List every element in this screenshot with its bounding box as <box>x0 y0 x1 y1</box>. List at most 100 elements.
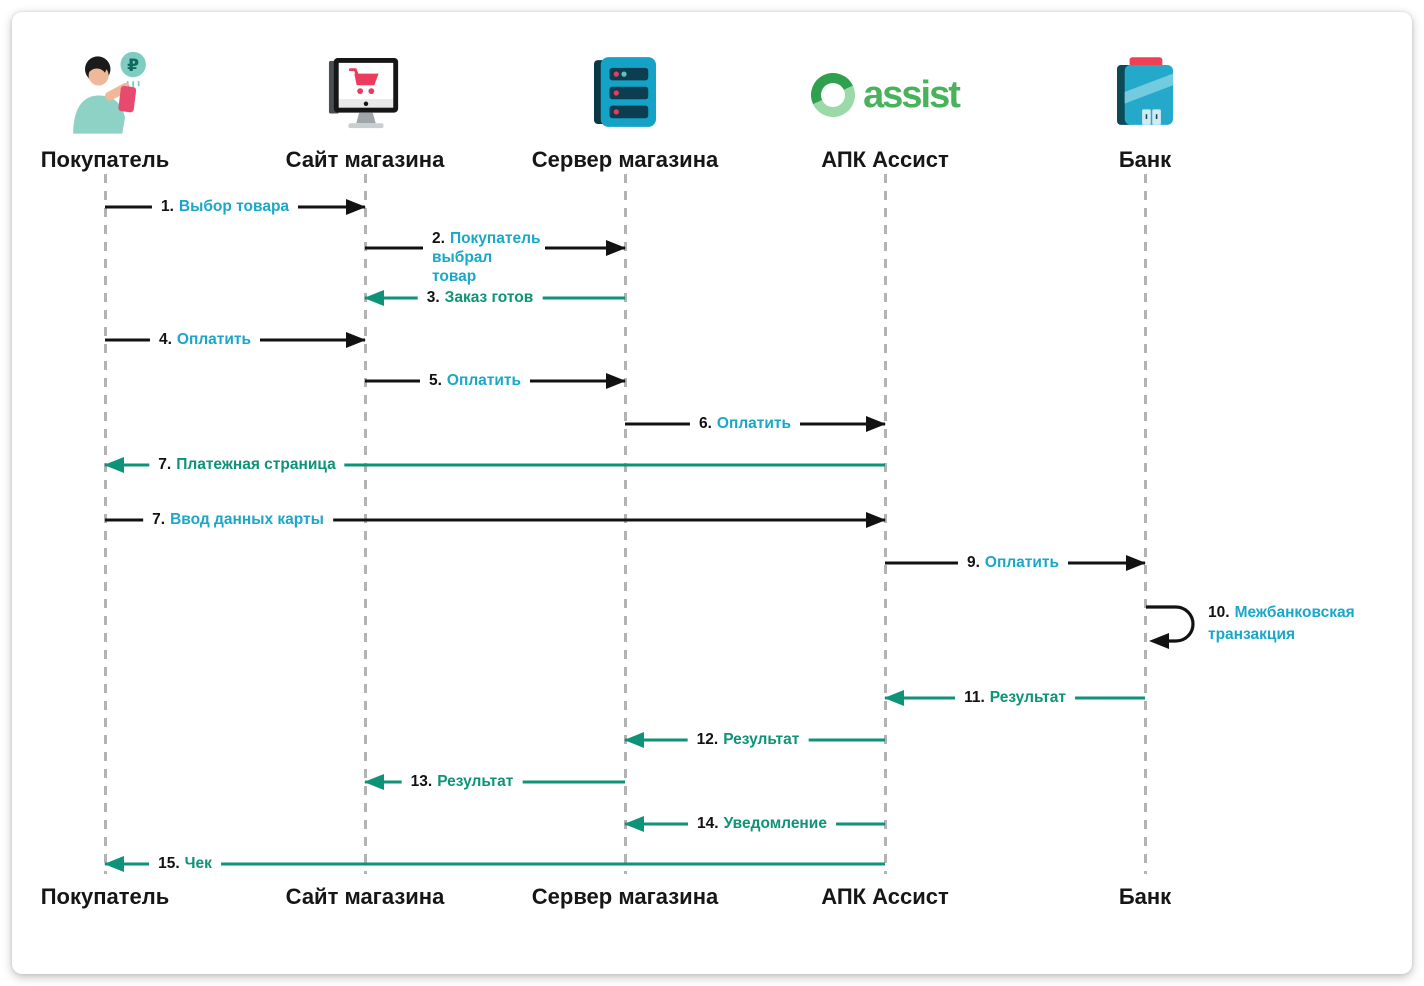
actor-label-top-shop-server: Сервер магазина <box>531 147 719 172</box>
message-label-5: 5.Оплатить <box>419 372 531 390</box>
actor-label-bottom-bank: Банк <box>1118 884 1172 909</box>
lifeline-shop-server <box>623 174 627 874</box>
actor-label-top-bank: Банк <box>1118 147 1172 172</box>
message-number: 4. <box>158 331 172 348</box>
message-arrow-1: 1.Выбор товара <box>105 197 366 217</box>
server-icon <box>594 57 656 127</box>
self-loop-arrow-10 <box>1146 605 1195 649</box>
actor-assist: assist АПК Ассист <box>755 28 1015 174</box>
assist-logo: assist <box>811 72 961 118</box>
message-arrow-7: 7.Платежная страница <box>104 455 885 475</box>
message-text: Оплатить <box>176 331 252 348</box>
message-text: Платежная страница <box>176 456 336 473</box>
arrowhead <box>364 290 384 306</box>
message-label-12: 12.Результат <box>687 731 809 749</box>
message-label-11: 11.Результат <box>955 689 1075 707</box>
message-label-3: 3.Заказ готов <box>417 289 543 307</box>
message-label-14: 14.Уведомление <box>688 815 836 833</box>
message-arrow-5: 5.Оплатить <box>365 371 626 391</box>
message-label-2: 2.Покупатель выбрал товар <box>423 229 545 286</box>
message-text: Результат <box>989 689 1066 706</box>
arrowhead <box>104 457 124 473</box>
actor-label-top-buyer: Покупатель <box>40 147 170 172</box>
message-label-8: 7.Ввод данных карты <box>143 511 333 529</box>
message-number: 9. <box>966 554 980 571</box>
message-text: Результат <box>437 773 514 790</box>
arrowhead <box>884 690 904 706</box>
message-number: 1. <box>160 198 174 215</box>
message-arrow-4: 4.Оплатить <box>105 330 366 350</box>
actor-shop-server: Сервер магазина <box>495 28 755 174</box>
actor-label-bottom-assist: АПК Ассист <box>821 884 949 909</box>
message-label-13: 13.Результат <box>401 773 523 791</box>
message-number: 2. <box>432 230 445 247</box>
arrowhead <box>624 816 644 832</box>
actor-label-top-assist: АПК Ассист <box>821 147 949 172</box>
ruble-sign-icon: ₽ <box>127 55 139 75</box>
message-label-7: 7.Платежная страница <box>149 456 345 474</box>
message-text: Уведомление <box>723 815 827 832</box>
message-text: Межбанковская транзакция <box>1208 604 1355 643</box>
message-arrow-9: 9.Оплатить <box>885 553 1146 573</box>
lifeline-bank <box>1143 174 1147 874</box>
message-number: 5. <box>428 372 442 389</box>
message-arrow-13: 13.Результат <box>364 772 625 792</box>
message-arrow-3: 3.Заказ готов <box>364 288 625 308</box>
message-text: Выбор товара <box>178 198 290 215</box>
arrowhead <box>346 199 366 215</box>
arrowhead <box>606 373 626 389</box>
arrowhead <box>346 332 366 348</box>
message-arrow-15: 15.Чек <box>104 854 885 874</box>
message-number: 15. <box>158 855 180 872</box>
message-line <box>105 518 885 522</box>
message-text: Покупатель выбрал товар <box>432 230 541 285</box>
shopping-cart-icon <box>348 68 379 95</box>
arrowhead <box>606 240 626 256</box>
assist-logo-text: assist <box>863 74 961 116</box>
lifeline-shop-site <box>363 174 367 874</box>
message-number: 12. <box>696 731 719 748</box>
actor-buyer: ₽ Покупатель <box>12 28 235 174</box>
message-number: 7. <box>158 456 172 473</box>
arrowhead <box>866 512 886 528</box>
monitor-shopping-cart-icon <box>328 58 399 129</box>
message-label-9: 9.Оплатить <box>957 554 1069 572</box>
message-number: 11. <box>964 689 985 706</box>
message-number: 13. <box>410 773 433 790</box>
assist-ring-icon <box>811 73 856 117</box>
message-line <box>105 862 885 866</box>
message-number: 7. <box>152 511 166 528</box>
actor-shop-site: Сайт магазина <box>235 28 495 174</box>
message-text: Ввод данных карты <box>170 511 324 528</box>
message-line <box>105 463 885 467</box>
actor-label-bottom-shop-site: Сайт магазина <box>285 884 445 909</box>
message-text: Чек <box>184 855 212 872</box>
message-label-10: 10.Межбанковская транзакция <box>1208 602 1386 646</box>
person-with-phone-icon: ₽ <box>73 51 146 134</box>
message-label-4: 4.Оплатить <box>149 331 261 349</box>
message-text: Заказ готов <box>444 289 534 306</box>
message-arrow-6: 6.Оплатить <box>625 414 886 434</box>
message-arrow-8: 7.Ввод данных карты <box>105 510 886 530</box>
message-text: Оплатить <box>446 372 522 389</box>
message-arrow-11: 11.Результат <box>884 688 1145 708</box>
message-arrow-2: 2.Покупатель выбрал товар <box>365 229 626 286</box>
bank-building-icon <box>1117 57 1173 125</box>
arrowhead <box>364 774 384 790</box>
message-label-1: 1.Выбор товара <box>151 198 299 216</box>
message-text: Оплатить <box>984 554 1060 571</box>
message-text: Оплатить <box>716 415 792 432</box>
message-number: 14. <box>697 815 719 832</box>
message-label-6: 6.Оплатить <box>689 415 801 433</box>
arrowhead <box>866 416 886 432</box>
message-number: 3. <box>426 289 440 306</box>
message-arrow-14: 14.Уведомление <box>624 814 885 834</box>
message-arrow-12: 12.Результат <box>624 730 885 750</box>
actor-label-top-shop-site: Сайт магазина <box>285 147 445 172</box>
message-text: Результат <box>723 731 800 748</box>
message-number: 10. <box>1208 604 1230 621</box>
arrowhead <box>624 732 644 748</box>
lifeline-buyer <box>103 174 107 874</box>
